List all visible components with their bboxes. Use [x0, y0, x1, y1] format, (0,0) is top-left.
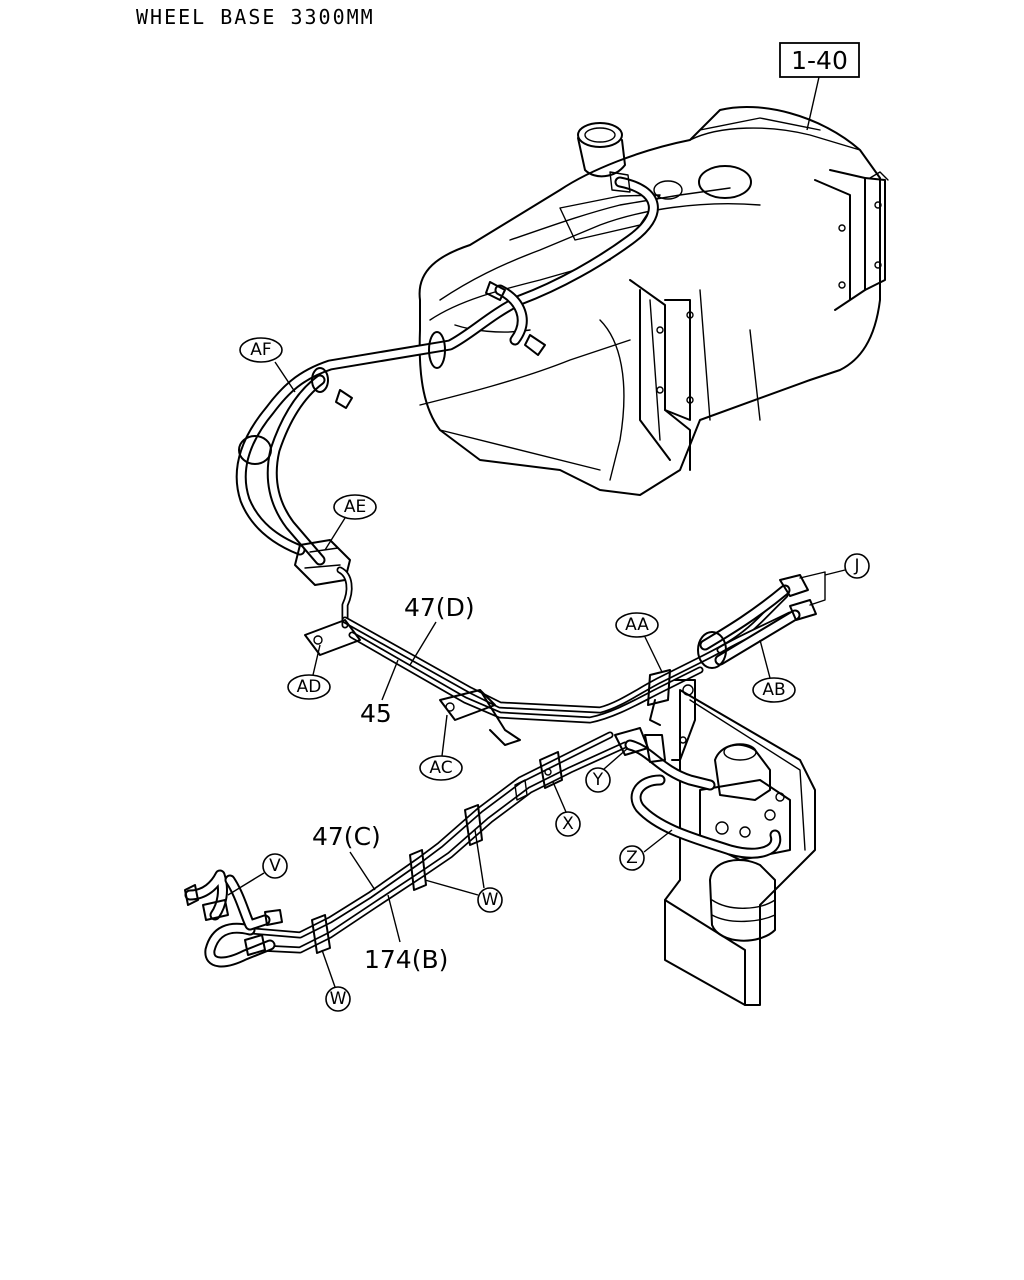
callout-ac: AC	[419, 714, 463, 781]
svg-text:AE: AE	[344, 497, 366, 517]
svg-text:AB: AB	[762, 680, 785, 700]
part-number-45: 45	[360, 659, 399, 728]
part-number-47d: 47(D)	[404, 593, 475, 666]
callout-ad: AD	[287, 644, 331, 700]
callout-v: V	[227, 853, 288, 896]
hose-clamp	[428, 331, 446, 369]
filter-canister	[709, 859, 776, 942]
priming-pump	[714, 743, 771, 801]
hose-clamp	[238, 435, 272, 465]
callout-w-upper: W	[424, 829, 503, 913]
reference-box-1-40: 1-40	[779, 42, 860, 131]
svg-text:AA: AA	[625, 615, 649, 635]
callout-y: Y	[585, 747, 629, 793]
hose-clamp-ab	[697, 631, 727, 669]
v-hoses	[184, 869, 283, 968]
page-title: WHEEL BASE 3300MM	[136, 5, 375, 29]
tank-return-hoses	[235, 171, 659, 566]
sender-unit-cap	[698, 165, 752, 199]
callout-aa: AA	[615, 612, 663, 673]
callout-ab: AB	[752, 639, 796, 703]
svg-text:X: X	[562, 814, 574, 834]
filler-neck	[577, 122, 626, 178]
fuel-pipe-47c	[236, 731, 629, 954]
callout-z: Z	[619, 829, 673, 871]
w-clamp	[464, 804, 483, 846]
hose-joint	[335, 389, 353, 409]
svg-text:V: V	[269, 856, 281, 876]
fuel-filter-assembly	[614, 679, 816, 1006]
callout-ae: AE	[324, 494, 377, 551]
tank-mounting-brackets	[629, 169, 889, 471]
svg-text:Y: Y	[592, 770, 604, 790]
callout-af: AF	[239, 337, 296, 393]
w-clamp	[311, 914, 331, 954]
callout-w-lower: W	[321, 949, 351, 1012]
svg-text:W: W	[482, 890, 499, 910]
svg-text:AD: AD	[297, 677, 322, 697]
w-clamp	[409, 849, 427, 891]
fuel-tank	[418, 106, 889, 496]
svg-text:Z: Z	[626, 848, 638, 868]
part-number-47c: 47(C)	[312, 822, 381, 891]
callout-j: J	[824, 553, 870, 579]
filter-bracket	[671, 679, 696, 761]
svg-text:AF: AF	[250, 340, 271, 360]
svg-text:AC: AC	[429, 758, 452, 778]
svg-text:47(C): 47(C)	[312, 822, 381, 851]
hose-clamp	[311, 367, 329, 393]
ac-bracket	[439, 689, 496, 721]
callout-x: X	[552, 781, 581, 837]
x-bracket	[539, 751, 563, 789]
ae-connector	[294, 539, 353, 629]
svg-text:47(D): 47(D)	[404, 593, 475, 622]
svg-text:45: 45	[360, 699, 392, 728]
svg-text:174(B): 174(B)	[364, 945, 448, 974]
hoses-to-j	[697, 571, 826, 669]
svg-text:W: W	[330, 989, 347, 1009]
svg-text:J: J	[853, 556, 859, 576]
aa-clamp	[647, 669, 671, 706]
part-number-174b: 174(B)	[364, 894, 448, 974]
ad-bracket	[304, 619, 361, 656]
reference-label: 1-40	[791, 46, 848, 75]
